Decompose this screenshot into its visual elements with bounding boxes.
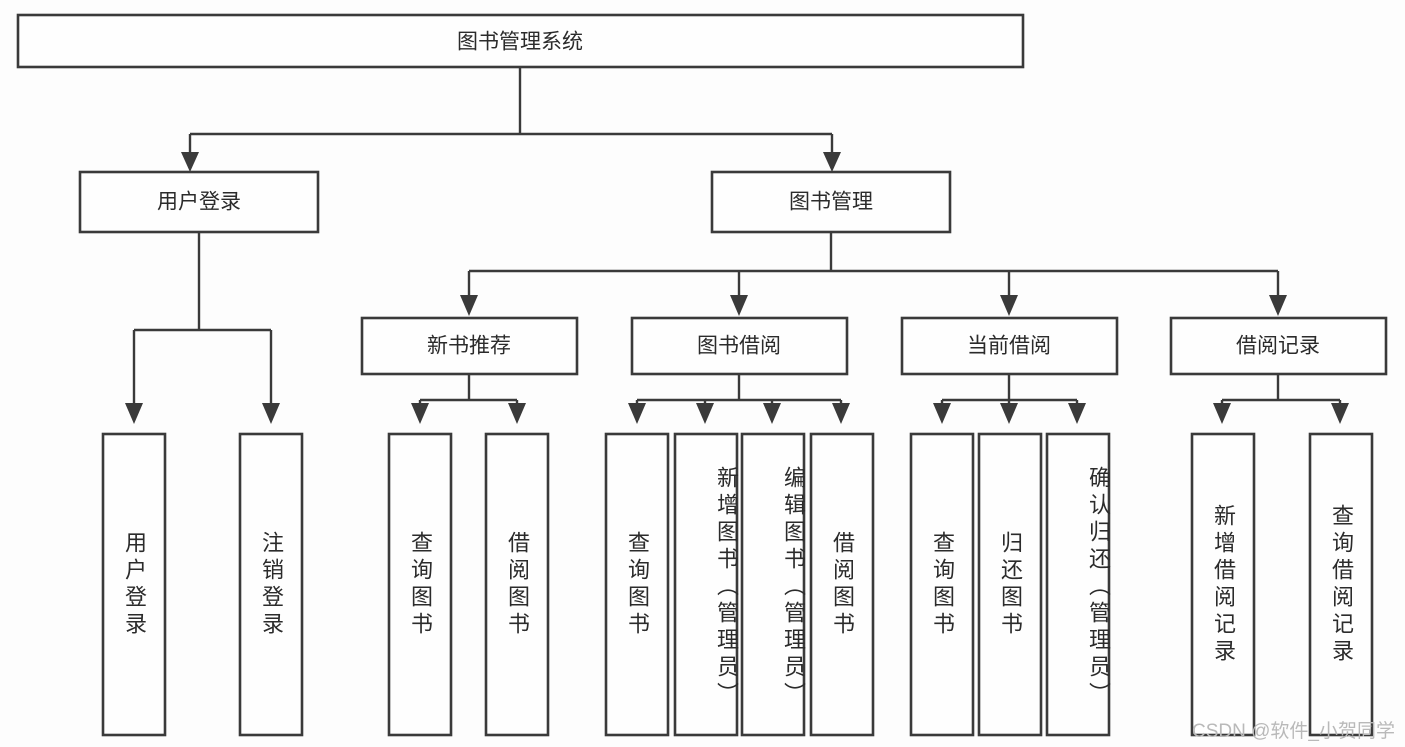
connector-root-to-level2 <box>181 67 841 172</box>
connector-bookborrow-to-leaves <box>628 374 850 424</box>
node-leaf-user-login-box[interactable] <box>101 432 167 737</box>
node-leaf-return-book-box[interactable] <box>977 432 1043 737</box>
connector-newbook-to-leaves <box>411 374 526 424</box>
node-book-manage-label: 图书管理 <box>789 191 873 214</box>
node-borrow-record-label: 借阅记录 <box>1236 335 1320 358</box>
node-leaf-borrow-book-2-box[interactable] <box>809 432 875 737</box>
node-new-book-recommend-label: 新书推荐 <box>427 335 511 358</box>
arrow-head-icon <box>823 152 841 172</box>
node-leaf-borrow-book-1-box[interactable] <box>484 432 550 737</box>
arrow-head-icon <box>1000 295 1018 316</box>
node-root-box[interactable] <box>16 13 1025 69</box>
node-leaf-query-book-3-box[interactable] <box>909 432 975 737</box>
node-leaf-add-record-box[interactable] <box>1190 432 1256 737</box>
node-leaf-query-book-1-box[interactable] <box>387 432 453 737</box>
node-leaf-add-book-box[interactable] <box>673 432 739 737</box>
node-book-borrow[interactable]: 图书借阅 <box>630 316 849 376</box>
arrow-head-icon <box>411 403 429 424</box>
node-leaf-edit-book-box[interactable] <box>740 432 806 737</box>
arrow-head-icon <box>262 403 280 424</box>
node-book-borrow-label: 图书借阅 <box>697 335 781 358</box>
arrow-head-icon <box>1213 403 1231 424</box>
watermark-text: CSDN @软件_小贺同学 <box>1192 721 1395 742</box>
arrow-head-icon <box>763 403 781 424</box>
arrow-head-icon <box>1068 403 1086 424</box>
arrow-head-icon <box>508 403 526 424</box>
node-leaf-confirm-return-box[interactable] <box>1045 432 1111 737</box>
node-new-book-recommend-box[interactable] <box>360 316 579 376</box>
arrow-head-icon <box>1331 403 1349 424</box>
node-borrow-record-box[interactable] <box>1169 316 1388 376</box>
connector-bookmanage-to-level3 <box>460 233 1287 316</box>
connector-currentborrow-to-leaves <box>933 374 1086 424</box>
arrow-head-icon <box>832 403 850 424</box>
arrow-head-icon <box>933 403 951 424</box>
node-current-borrow-label: 当前借阅 <box>967 335 1051 358</box>
arrow-head-icon <box>1000 403 1018 424</box>
arrow-head-icon <box>696 403 714 424</box>
node-book-manage[interactable]: 图书管理 <box>710 170 952 234</box>
node-current-borrow[interactable]: 当前借阅 <box>900 316 1119 376</box>
node-leaf-logout-box[interactable] <box>238 432 304 737</box>
arrow-head-icon <box>125 403 143 424</box>
node-root-label: 图书管理系统 <box>457 31 583 54</box>
node-user-login-label: 用户登录 <box>157 191 241 214</box>
connector-borrowrecord-to-leaves <box>1213 374 1349 424</box>
node-book-manage-box[interactable] <box>710 170 952 234</box>
node-new-book-recommend[interactable]: 新书推荐 <box>360 316 579 376</box>
arrow-head-icon <box>460 295 478 316</box>
arrow-head-icon <box>181 152 199 172</box>
connector-userlogin-to-leaves <box>125 233 280 424</box>
node-borrow-record[interactable]: 借阅记录 <box>1169 316 1388 376</box>
node-root[interactable]: 图书管理系统 <box>16 13 1025 69</box>
node-user-login[interactable]: 用户登录 <box>78 170 320 234</box>
node-current-borrow-box[interactable] <box>900 316 1119 376</box>
node-leaf-query-record-box[interactable] <box>1308 432 1374 737</box>
node-leaf-query-book-2-box[interactable] <box>604 432 670 737</box>
arrow-head-icon <box>628 403 646 424</box>
node-book-borrow-box[interactable] <box>630 316 849 376</box>
node-user-login-box[interactable] <box>78 170 320 234</box>
arrow-head-icon <box>730 295 748 316</box>
arrow-head-icon <box>1269 295 1287 316</box>
